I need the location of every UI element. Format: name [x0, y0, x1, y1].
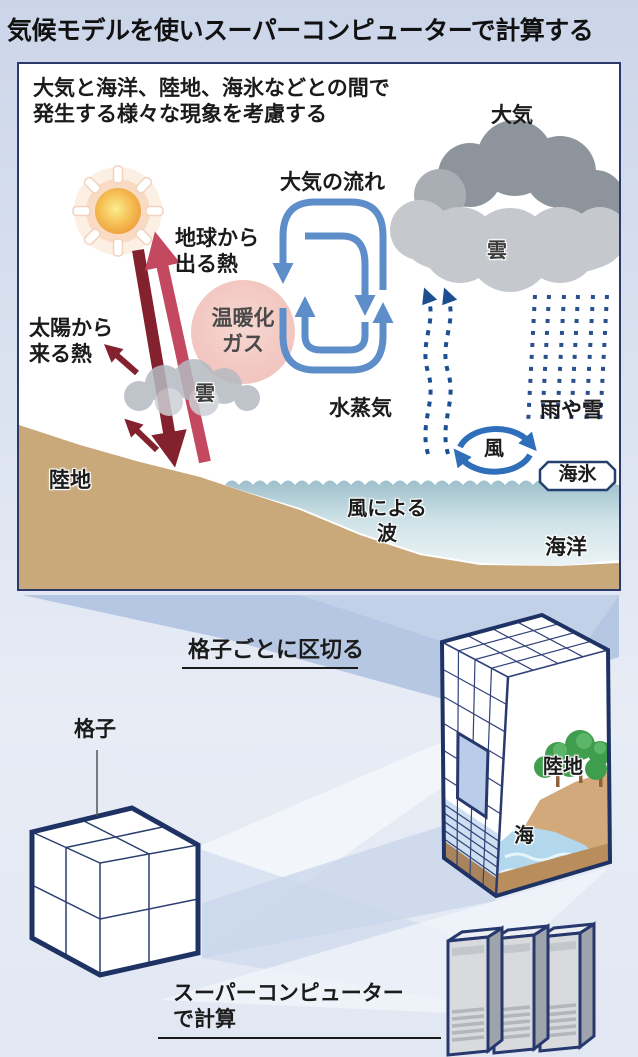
label-water-vapor: 水蒸気: [329, 397, 392, 420]
rain-cloud-icon: [390, 120, 619, 292]
phenomena-panel: 大気と海洋、陸地、海氷などとの間で 発生する様々な現象を考慮する 大気 大気の流…: [17, 62, 621, 591]
label-land: 陸地: [49, 469, 91, 492]
divider: [182, 667, 358, 669]
label-atmosphere: 大気: [491, 104, 533, 127]
label-cell-sea: 海: [514, 825, 534, 847]
greenhouse-gas-circle-icon: [191, 280, 295, 384]
grid-cube-icon: [29, 750, 201, 978]
reflected-heat-arrows-icon: [103, 344, 160, 453]
sun-icon: [72, 165, 164, 257]
grid-computation-scene: [22, 595, 619, 1057]
label-greenhouse-gas: 温暖化 ガス: [211, 307, 275, 357]
label-grid: 格子: [74, 718, 116, 741]
label-wind: 風: [484, 438, 504, 460]
label-heat-from-sun: 太陽から 来る熱: [29, 317, 113, 367]
label-cloud-right: 雲: [487, 240, 507, 262]
low-cloud-icon: [124, 359, 260, 416]
sea-icon: [225, 480, 619, 566]
heat-from-earth-arrow-icon: [144, 231, 211, 464]
label-sea-ice: 海氷: [558, 464, 597, 485]
caption-compute-supercomputer: スーパーコンピューター で計算: [173, 982, 404, 1032]
label-heat-from-earth: 地球から 出る熱: [175, 227, 259, 277]
supercomputer-icon: [446, 921, 596, 1057]
caption-divide-into-grid: 格子ごとに区切る: [188, 637, 365, 662]
label-cell-land: 陸地: [543, 756, 583, 778]
label-cloud-left: 雲: [195, 383, 215, 405]
divider: [158, 1037, 441, 1039]
label-airflow: 大気の流れ: [280, 171, 385, 194]
highlighted-grid-cell: [455, 730, 490, 820]
grid-column-icon: [439, 612, 613, 899]
label-ocean: 海洋: [545, 536, 587, 559]
panel-description: 大気と海洋、陸地、海氷などとの間で 発生する様々な現象を考慮する: [33, 77, 390, 127]
label-rain-snow: 雨や雪: [540, 399, 603, 422]
land-terrain-icon: [19, 425, 619, 589]
air-circulation-arrows-icon: [272, 198, 394, 374]
sea-ice-badge: [538, 460, 617, 492]
label-wind-waves: 風による 波: [347, 498, 427, 546]
rain-icon: [526, 294, 609, 426]
wind-cycle-icon: [453, 426, 537, 475]
page-title: 気候モデルを使いスーパーコンピューターで計算する: [7, 17, 594, 45]
water-vapor-arrows-icon: [422, 287, 458, 455]
phenomena-scene: [19, 120, 619, 589]
